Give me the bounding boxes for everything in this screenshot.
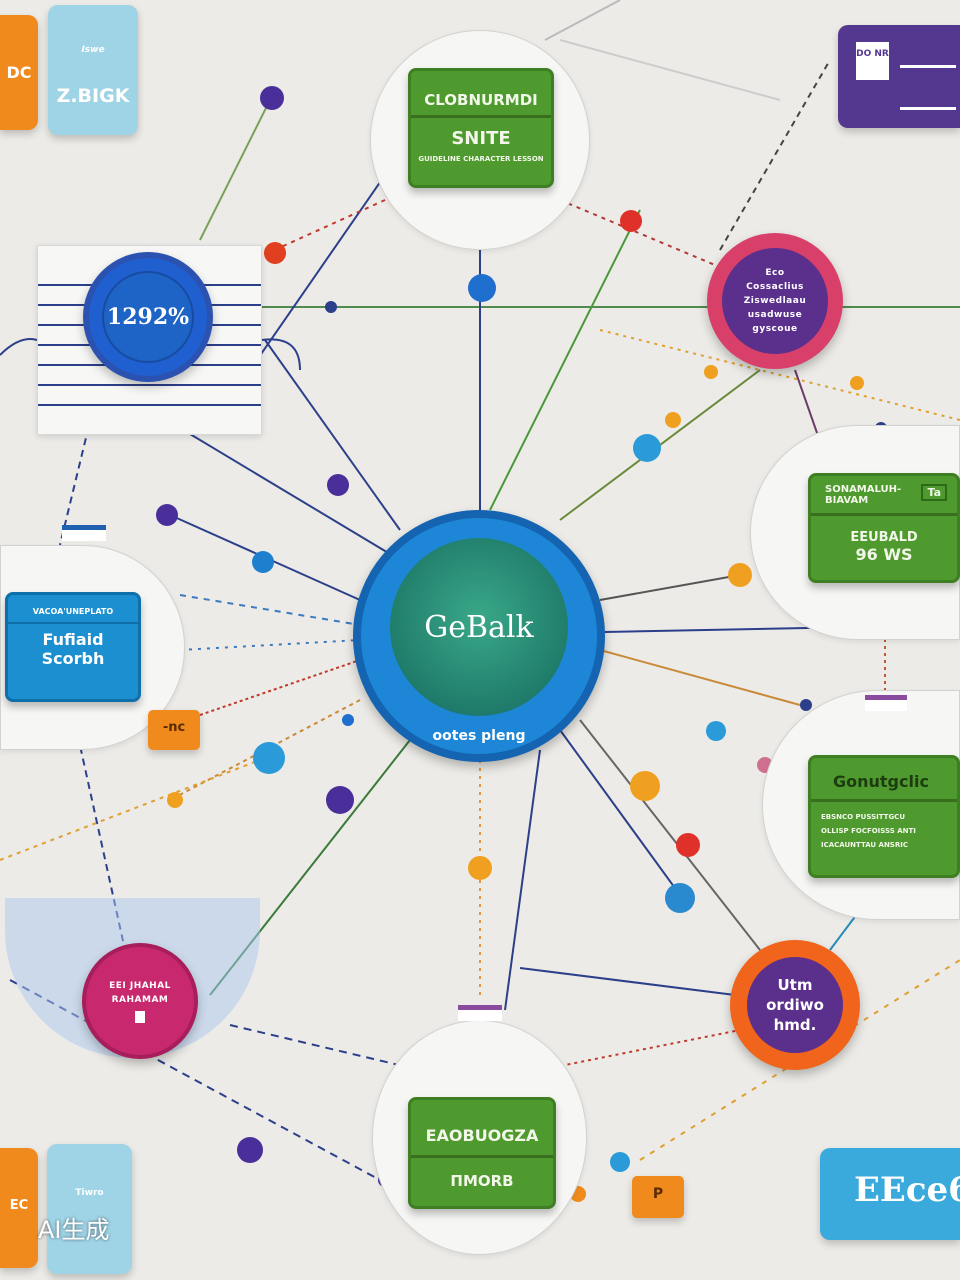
connector-clip [62,525,106,541]
pink-line: Cossaclius [746,282,804,292]
orange-tile-top-left[interactable]: DC [0,15,38,130]
module-title: EAOBUOGZA [411,1100,553,1158]
left-blue-module[interactable]: VACOA'UNEPLATO Fufiaid Scorbh [5,592,141,702]
connector-clip [458,1005,502,1021]
card-image-box: DO NR [856,42,889,80]
magenta-circle[interactable]: EEI JHAHAL RAHAMAM [82,943,198,1059]
module-title: Gonutgclic [811,758,957,802]
watermark: AI生成 [38,1216,110,1244]
pink-info-circle[interactable]: Eco Cossaclius Ziswedlaau usadwuse gysco… [707,233,843,369]
module-sub: BIAVAM [825,495,869,506]
module-title: CLOBNURMDI [411,71,551,118]
blue-tile-bottom-left[interactable]: Tiwro [47,1144,132,1274]
magenta-line2: RAHAMAM [111,995,169,1005]
orange-circle-line: hmd. [773,1016,817,1034]
top-green-module[interactable]: CLOBNURMDI SNITE GUIDELINE CHARACTER LES… [408,68,554,188]
percentage-value: 1292% [106,304,190,330]
purple-card[interactable]: DO NR [838,25,960,128]
orange-circle-line: ordiwo [766,996,824,1014]
magenta-line1: EEI JHAHAL [109,981,171,991]
module-header: VACOA'UNEPLATO [8,595,138,624]
orange-circle-line: Utm [777,976,813,994]
tile-label: DC [6,63,32,82]
pink-line: Eco [765,268,785,278]
orange-info-circle[interactable]: Utm ordiwo hmd. [730,940,860,1070]
tile-label: EEce6 [854,1170,960,1210]
tag-label: -nc [162,720,186,735]
tile-main-label: Z.BIGK [56,85,130,107]
percentage-circle[interactable]: 1292% [83,252,213,382]
module-badge: Ta [921,484,947,501]
pink-line: usadwuse [747,310,803,320]
hub-subtitle: ootes pleng [432,728,526,744]
module-caption: GUIDELINE CHARACTER LESSON [418,155,544,163]
pink-line: gyscoue [752,324,798,334]
module-line2: 96 WS [855,545,913,564]
card-label: DO NR [856,49,889,59]
module-subtitle: SNITE [451,128,511,149]
right-top-green-module[interactable]: SONAMALUH- BIAVAM Ta EEUBALD 96 WS [808,473,960,583]
module-text: ICACAUNTTAU ANSRIC [821,841,908,849]
module-line2: Scorbh [41,649,105,668]
magenta-icon [135,1011,145,1023]
orange-tag-bottom[interactable]: P [632,1176,684,1218]
module-text: OLLISP FOCFOISSS ANTI [821,827,916,835]
module-text: EBSNCO PUSSITTGCU [821,813,906,821]
tile-small-label: Iswe [81,45,105,55]
connector-clip [865,695,907,711]
bottom-green-module[interactable]: EAOBUOGZA ΠMORB [408,1097,556,1209]
module-header: SONAMALUH- [825,484,902,495]
module-line1: Fufiaid [42,630,104,649]
blue-tile-bottom-right[interactable]: EEce6 [820,1148,960,1240]
module-subtitle: ΠMORB [450,1172,514,1190]
module-line1: EEUBALD [850,530,918,545]
card-lines [900,65,956,110]
pink-line: Ziswedlaau [743,296,807,306]
tag-label: P [652,1186,664,1202]
blue-tile-top-left[interactable]: Iswe Z.BIGK [48,5,138,135]
right-bottom-green-module[interactable]: Gonutgclic EBSNCO PUSSITTGCU OLLISP FOCF… [808,755,960,878]
orange-tag-left[interactable]: -nc [148,710,200,750]
tile-label: EC [9,1198,29,1213]
orange-tile-bottom-left[interactable]: EC [0,1148,38,1268]
central-hub[interactable]: GeBalk ootes pleng [353,510,605,762]
hub-title: GeBalk [424,609,534,645]
tile-label: Tiwro [75,1188,104,1198]
